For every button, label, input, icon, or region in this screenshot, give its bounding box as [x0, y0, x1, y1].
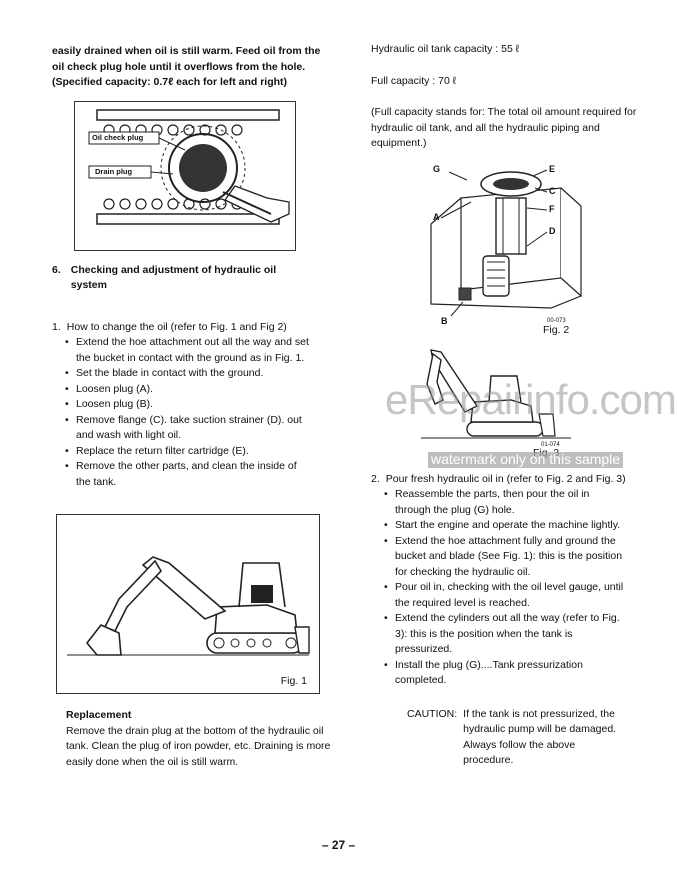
caution-block: CAUTION: If the tank is not pressurized,… [407, 707, 639, 769]
section-title: Checking and adjustment of hydraulic oil… [70, 263, 277, 292]
left-column: easily drained when oil is still warm. F… [52, 44, 330, 770]
label-b: B [441, 315, 448, 326]
fig-3-code: 01-074 [541, 441, 560, 448]
section-number: 6. [52, 263, 61, 276]
list-item: Reassemble the parts, then pour the oil … [384, 487, 624, 518]
label-d: D [549, 225, 556, 236]
oil-check-plug-label: Oil check plug [92, 132, 144, 142]
fig-2-code: 00-073 [547, 317, 566, 324]
fig-1-caption: Fig. 1 [280, 674, 307, 687]
step-2: 2. Pour fresh hydraulic oil in (refer to… [371, 472, 639, 488]
list-item: Loosen plug (A). [65, 382, 311, 398]
step-1-list: Extend the hoe attachment out all the wa… [52, 335, 311, 490]
page-number: – 27 – [321, 838, 356, 852]
label-c: C [549, 185, 556, 196]
full-capacity-note: (Full capacity stands for: The total oil… [371, 106, 637, 149]
label-a: A [433, 211, 440, 222]
fig-2-caption: Fig. 2 [543, 323, 570, 336]
replacement-title: Replacement [66, 709, 132, 721]
step-1: 1. How to change the oil (refer to Fig. … [52, 320, 328, 336]
track-figure: Oil check plug Drain plug [74, 100, 296, 251]
fig-1: Fig. 1 [56, 514, 320, 694]
replacement-text: Remove the drain plug at the bottom of t… [66, 724, 331, 768]
fig-2: G E C F A D B 00-073 Fig. 2 [371, 158, 639, 338]
step-2-list: Reassemble the parts, then pour the oil … [371, 487, 624, 689]
list-item: Extend the hoe attachment fully and grou… [384, 534, 624, 581]
excavator-extended-illustration [67, 556, 310, 656]
step-1-title: How to change the oil (refer to Fig. 1 a… [66, 320, 287, 333]
step-2-title: Pour fresh hydraulic oil in (refer to Fi… [385, 472, 626, 485]
label-f: F [549, 203, 555, 214]
list-item: Loosen plug (B). [65, 397, 311, 413]
fig-3: 01-074 Fig. 3 [371, 344, 639, 460]
caution-label: CAUTION: [407, 707, 458, 720]
list-item: Extend the cylinders out all the way (re… [384, 611, 624, 658]
step-2-number: 2. [371, 472, 380, 485]
list-item: Start the engine and operate the machine… [384, 518, 624, 534]
drain-plug-label: Drain plug [95, 166, 133, 176]
fig-3-caption: Fig. 3 [533, 446, 560, 459]
excavator-pressurized-illustration [421, 348, 571, 438]
full-capacity: Full capacity : 70 ℓ [371, 74, 457, 87]
caution-text: If the tank is not pressurized, the hydr… [463, 707, 617, 767]
step-1-number: 1. [52, 320, 61, 333]
tank-capacity: Hydraulic oil tank capacity : 55 ℓ [371, 43, 520, 55]
label-g: G [433, 163, 441, 174]
list-item: Remove the other parts, and clean the in… [65, 459, 311, 490]
list-item: Install the plug (G)....Tank pressurizat… [384, 658, 624, 689]
track-illustration [88, 108, 290, 225]
list-item: Set the blade in contact with the ground… [65, 366, 311, 382]
list-item: Replace the return filter cartridge (E). [65, 444, 311, 460]
list-item: Pour oil in, checking with the oil level… [384, 580, 624, 611]
specified-capacity: (Specified capacity: 0.7ℓ each for left … [52, 76, 288, 88]
list-item: Extend the hoe attachment out all the wa… [65, 335, 311, 366]
right-column: Hydraulic oil tank capacity : 55 ℓ Full … [371, 42, 639, 769]
label-e: E [549, 163, 556, 174]
intro-text: easily drained when oil is still warm. F… [52, 45, 321, 73]
list-item: Remove flange (C). take suction strainer… [65, 413, 311, 444]
section-heading: 6. Checking and adjustment of hydraulic … [52, 263, 328, 294]
hydraulic-tank-illustration [430, 169, 582, 316]
